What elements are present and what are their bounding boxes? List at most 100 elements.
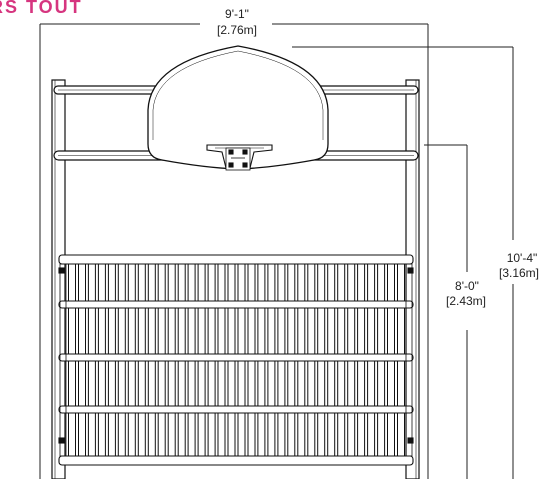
fence-picket <box>387 263 395 302</box>
fence-picket <box>177 360 186 407</box>
fence-picket <box>227 360 236 407</box>
fence-picket <box>87 307 96 355</box>
fence-picket <box>78 263 86 302</box>
fence-picket <box>237 263 246 302</box>
post-right <box>405 79 420 479</box>
fence-picket <box>127 263 136 302</box>
fence-picket <box>107 307 116 355</box>
fence-picket <box>337 360 346 407</box>
fence-picket <box>187 263 196 302</box>
fence-picket <box>78 307 86 355</box>
fence-picket <box>207 307 216 355</box>
fence-picket <box>327 263 336 302</box>
fence-picket <box>317 307 326 355</box>
total-height-m-label: [3.16m] <box>499 266 539 280</box>
fence-picket <box>87 263 96 302</box>
fence-picket <box>78 412 86 457</box>
fence-picket <box>287 263 296 302</box>
fence-picket <box>297 307 306 355</box>
fence-picket <box>397 360 405 407</box>
fence-picket <box>217 263 226 302</box>
fence-picket <box>187 307 196 355</box>
fence-picket <box>337 412 346 457</box>
fence-picket <box>197 307 206 355</box>
fence-picket <box>177 263 186 302</box>
fence-picket <box>167 360 176 407</box>
fence-picket <box>377 360 386 407</box>
fence-picket <box>287 360 296 407</box>
fence-picket <box>357 307 366 355</box>
fence-picket <box>187 412 196 457</box>
rim-height-ft-label: 8'-0" <box>455 279 479 293</box>
fence-picket <box>377 263 386 302</box>
fence-picket <box>107 412 116 457</box>
fence-picket <box>197 412 206 457</box>
fence-picket <box>107 263 116 302</box>
fence-picket <box>347 307 356 355</box>
fence-picket <box>68 412 76 457</box>
fence-picket <box>97 263 106 302</box>
fence-picket <box>247 360 256 407</box>
fence-rail-4 <box>58 405 414 414</box>
fence-picket <box>167 412 176 457</box>
fence-picket <box>367 263 376 302</box>
fence-picket <box>227 307 236 355</box>
fence-picket <box>207 360 216 407</box>
fence-picket <box>127 307 136 355</box>
fence-picket <box>117 307 126 355</box>
fence-picket <box>177 412 186 457</box>
fence-picket <box>87 360 96 407</box>
fence-picket <box>337 307 346 355</box>
fence-picket <box>237 412 246 457</box>
fence-picket <box>217 412 226 457</box>
fence-picket <box>347 412 356 457</box>
fence-picket <box>68 263 76 302</box>
fence-picket <box>357 412 366 457</box>
fence-picket <box>257 307 266 355</box>
fence-picket <box>337 263 346 302</box>
fence-picket <box>297 263 306 302</box>
total-height-ft-label: 10'-4" <box>507 251 538 265</box>
width-m-label: [2.76m] <box>217 23 257 37</box>
fence-rail-3 <box>58 353 414 362</box>
fence-picket <box>207 263 216 302</box>
fence-picket <box>217 360 226 407</box>
fence-picket <box>147 263 156 302</box>
fence-picket <box>167 263 176 302</box>
fence-picket <box>257 412 266 457</box>
fence-picket <box>97 360 106 407</box>
fence-rail-5 <box>58 455 414 466</box>
rim-height-m-label: [2.43m] <box>446 294 486 308</box>
fence-picket <box>387 412 395 457</box>
fence-picket <box>237 360 246 407</box>
fence-picket <box>177 307 186 355</box>
fence-picket <box>367 412 376 457</box>
fence-picket <box>197 263 206 302</box>
drawing-title: RS TOUT <box>0 0 83 17</box>
fence-picket <box>247 263 256 302</box>
fence-rail-1 <box>58 254 414 265</box>
fence-picket <box>367 307 376 355</box>
fence-picket <box>317 412 326 457</box>
fence-picket <box>327 412 336 457</box>
fence-pickets <box>68 263 405 457</box>
fence-picket <box>157 263 166 302</box>
fence-picket <box>297 360 306 407</box>
fence-picket <box>147 412 156 457</box>
fence-picket <box>277 412 286 457</box>
fence-picket <box>367 360 376 407</box>
fence-rail-2 <box>58 300 414 309</box>
fence-picket <box>377 307 386 355</box>
fence-picket <box>147 360 156 407</box>
fence-picket <box>107 360 116 407</box>
fence-picket <box>327 307 336 355</box>
fence-picket <box>87 412 96 457</box>
post-left <box>51 79 66 479</box>
fence-picket <box>237 307 246 355</box>
fence-picket <box>397 307 405 355</box>
fence-picket <box>68 360 76 407</box>
fence-picket <box>68 307 76 355</box>
fence-picket <box>157 412 166 457</box>
fence-picket <box>357 360 366 407</box>
